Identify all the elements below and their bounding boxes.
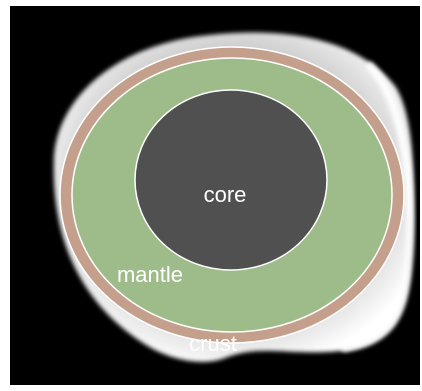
bright-edge-highlight <box>341 62 415 352</box>
core-layer <box>134 89 328 271</box>
image-panel: core mantle crust <box>10 6 420 385</box>
mantle-label: mantle <box>117 262 183 287</box>
layer-diagram: core mantle crust <box>10 6 420 385</box>
core-label: core <box>204 182 247 207</box>
crust-label: crust <box>189 331 237 356</box>
